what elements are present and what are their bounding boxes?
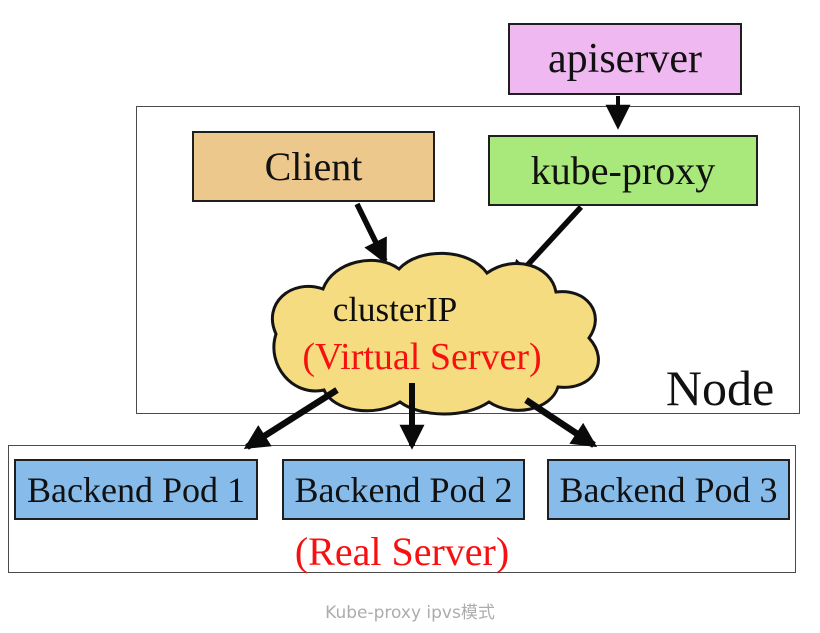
virtual-server-subtitle: (Virtual Server): [302, 336, 542, 378]
client-box: Client: [192, 131, 435, 202]
cluster-ip-title: clusterIP: [332, 290, 458, 329]
real-server-label: (Real Server): [294, 529, 510, 574]
backend-pod-1-box: Backend Pod 1: [14, 459, 258, 520]
node-label: Node: [665, 360, 775, 416]
backend-pod-2-label: Backend Pod 2: [294, 469, 513, 510]
backend-pod-1-label: Backend Pod 1: [27, 469, 245, 510]
backend-pod-3-label: Backend Pod 3: [559, 469, 778, 510]
backend-pod-3-box: Backend Pod 3: [547, 459, 790, 520]
client-label: Client: [264, 143, 363, 189]
apiserver-box: apiserver: [508, 23, 742, 95]
kube-proxy-label: kube-proxy: [530, 147, 716, 193]
apiserver-label: apiserver: [548, 36, 702, 82]
backend-pod-2-box: Backend Pod 2: [282, 459, 525, 520]
image-caption: Kube-proxy ipvs模式: [325, 603, 495, 623]
kube-proxy-box: kube-proxy: [488, 135, 758, 206]
